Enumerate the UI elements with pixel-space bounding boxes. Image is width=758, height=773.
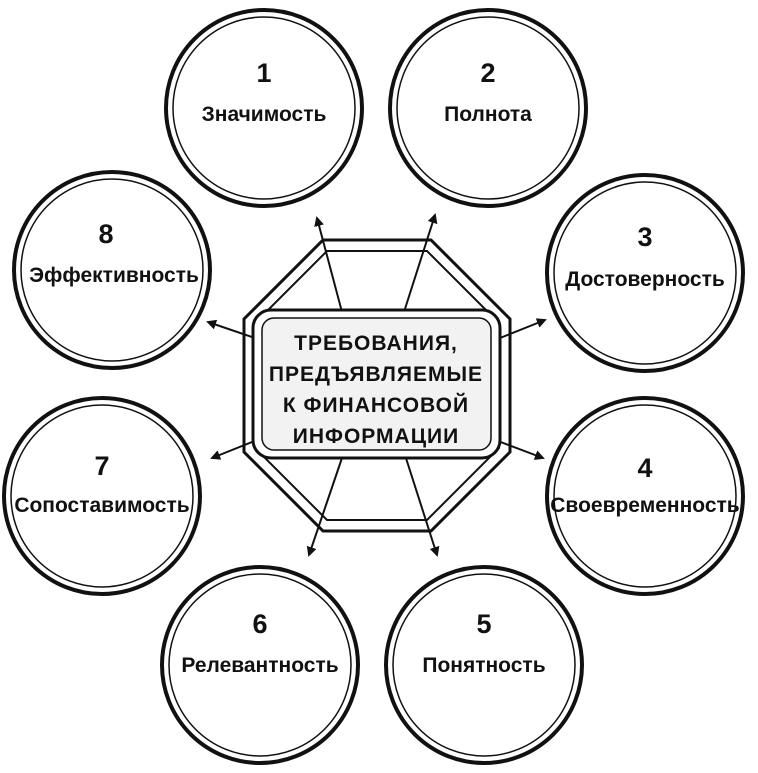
node-4: 4 Своевременность xyxy=(545,396,745,596)
node-5-label: Понятность xyxy=(422,654,545,677)
node-6-circle xyxy=(160,565,360,765)
node-6-number: 6 xyxy=(252,609,267,639)
node-8-circle-inner xyxy=(20,178,204,362)
node-8: 8 Эффективность xyxy=(12,170,212,370)
node-7-label: Сопоставимость xyxy=(14,494,189,517)
node-2-label: Полнота xyxy=(444,103,532,126)
node-8-circle xyxy=(12,170,212,370)
node-2-circle xyxy=(388,8,588,208)
node-3-circle-inner xyxy=(553,181,737,365)
center-title-line-2: ПРЕДЪЯВЛЯЕМЫЕ xyxy=(269,363,483,386)
arrow-6 xyxy=(306,454,344,557)
center-title-line-4: ИНФОРМАЦИИ xyxy=(293,425,459,448)
node-5: 5 Понятность xyxy=(384,565,584,765)
arrow-5 xyxy=(404,454,440,557)
node-3-circle xyxy=(545,173,745,373)
node-2: 2 Полнота xyxy=(388,8,588,208)
node-8-number: 8 xyxy=(98,219,113,249)
node-7-circle-inner xyxy=(10,404,194,588)
center-box: ТРЕБОВАНИЯ, ПРЕДЪЯВЛЯЕМЫЕ К ФИНАНСОВОЙ И… xyxy=(251,308,502,460)
node-4-label: Своевременность xyxy=(550,494,740,517)
node-1-circle xyxy=(164,8,364,208)
node-6: 6 Релевантность xyxy=(160,565,360,765)
center-title-line-1: ТРЕБОВАНИЯ, xyxy=(294,332,458,355)
center-title-line-3: К ФИНАНСОВОЙ xyxy=(283,393,469,417)
node-7: 7 Сопоставимость xyxy=(2,396,202,596)
node-1-circle-inner xyxy=(172,16,356,200)
node-8-label: Эффективность xyxy=(29,264,199,287)
node-5-circle xyxy=(384,565,584,765)
node-4-number: 4 xyxy=(637,453,652,483)
node-2-number: 2 xyxy=(480,58,495,88)
node-7-number: 7 xyxy=(94,451,109,481)
node-3-number: 3 xyxy=(637,222,652,252)
arrow-2 xyxy=(403,213,438,313)
node-3: 3 Достоверность xyxy=(545,173,745,373)
node-1-number: 1 xyxy=(256,58,271,88)
arrow-1 xyxy=(314,216,343,313)
arrow-8 xyxy=(206,319,256,339)
node-5-number: 5 xyxy=(476,609,491,639)
node-4-circle-inner xyxy=(553,404,737,588)
node-4-circle xyxy=(545,396,745,596)
node-3-label: Достоверность xyxy=(565,268,725,291)
center-box-inner xyxy=(261,317,492,451)
node-1-label: Значимость xyxy=(202,103,327,126)
node-2-circle-inner xyxy=(396,16,580,200)
node-7-circle xyxy=(2,396,202,596)
node-5-circle-inner xyxy=(392,573,576,757)
arrow-3 xyxy=(499,318,547,339)
node-6-circle-inner xyxy=(168,573,352,757)
node-6-label: Релевантность xyxy=(181,654,338,677)
node-1: 1 Значимость xyxy=(164,8,364,208)
